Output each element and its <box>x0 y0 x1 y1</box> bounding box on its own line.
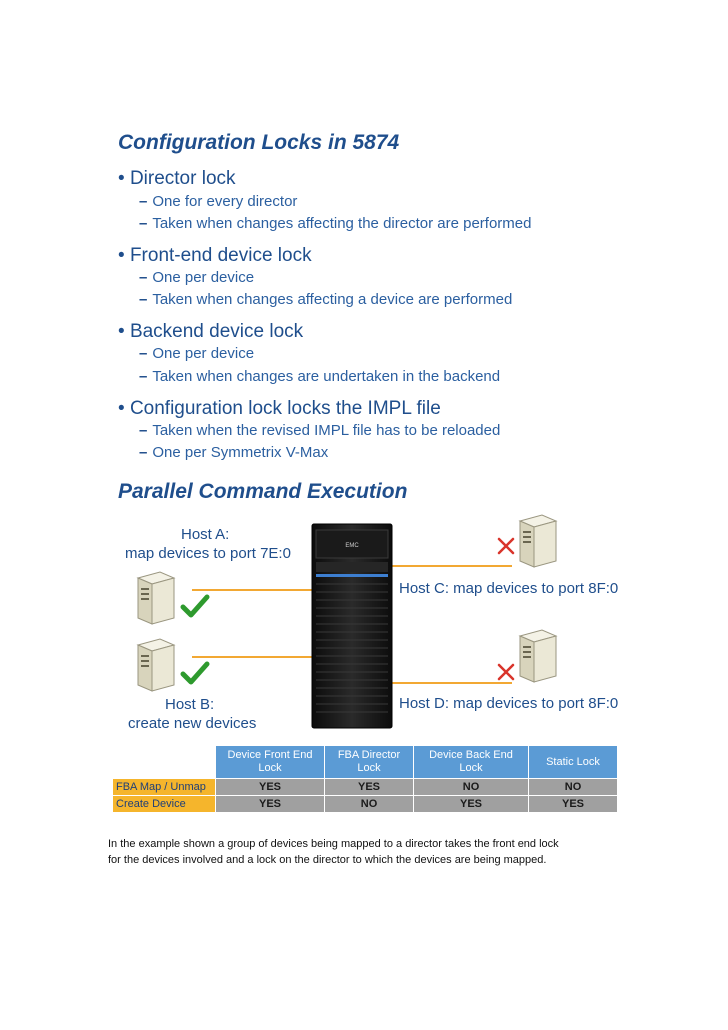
connector-host-c <box>392 565 512 567</box>
sub-item: –One per device <box>139 345 255 362</box>
bullet-text: Configuration lock locks the IMPL file <box>129 398 441 419</box>
sub-item: –Taken when the revised IMPL file has to… <box>139 422 501 439</box>
host-d-server-icon <box>518 629 558 683</box>
table-cell: YES <box>528 795 618 813</box>
connector-host-a <box>192 589 312 591</box>
bullet-text: Director lock <box>129 168 236 189</box>
table-cell: NO <box>324 795 414 813</box>
host-a-server-icon <box>136 571 176 625</box>
check-icon <box>180 661 210 685</box>
table-cell: NO <box>528 778 618 796</box>
host-c-server-icon <box>518 514 558 568</box>
host-a-label: Host A: <box>181 526 230 543</box>
sub-item: –One for every director <box>139 193 298 210</box>
bullet-front-end-lock: • Front-end device lock <box>118 245 312 266</box>
host-b-desc: create new devices <box>128 715 257 732</box>
table-row: FBA Map / Unmap YES YES NO NO <box>112 778 618 796</box>
rack-brand: EMC <box>345 543 359 549</box>
table-cell: YES <box>215 795 325 813</box>
host-c-label: Host C: map devices to port 8F:0 <box>399 580 619 597</box>
host-b-server-icon <box>136 638 176 692</box>
connector-host-b <box>192 656 312 658</box>
connector-host-d <box>392 682 512 684</box>
sub-item: –Taken when changes affecting a device a… <box>139 291 513 308</box>
host-d-label: Host D: map devices to port 8F:0 <box>399 695 619 712</box>
table-cell: NO <box>413 778 529 796</box>
caption-line-2: for the devices involved and a lock on t… <box>108 854 547 866</box>
table-cell: YES <box>413 795 529 813</box>
bullet-config-lock: • Configuration lock locks the IMPL file <box>118 398 441 419</box>
cross-icon <box>497 663 515 681</box>
row-label: FBA Map / Unmap <box>112 778 216 796</box>
host-b-label: Host B: <box>165 696 215 713</box>
caption-line-1: In the example shown a group of devices … <box>108 838 559 850</box>
slide2-title: Parallel Command Execution <box>118 480 408 503</box>
table-corner <box>112 745 216 779</box>
check-icon <box>180 594 210 618</box>
row-label: Create Device <box>112 795 216 813</box>
bullet-text: Front-end device lock <box>129 245 312 266</box>
bullet-director-lock: • Director lock <box>118 168 236 189</box>
table-cell: YES <box>324 778 414 796</box>
table-row: Create Device YES NO YES YES <box>112 795 618 813</box>
host-a-desc: map devices to port 7E:0 <box>125 545 291 562</box>
col-header-static-lock: Static Lock <box>528 745 618 779</box>
cross-icon <box>497 537 515 555</box>
sub-item: –Taken when changes are undertaken in th… <box>139 368 501 385</box>
bullet-backend-lock: • Backend device lock <box>118 321 304 342</box>
sub-item: –Taken when changes affecting the direct… <box>139 215 532 232</box>
slide1-title: Configuration Locks in 5874 <box>118 131 400 154</box>
bullet-text: Backend device lock <box>129 321 304 342</box>
sub-item: –One per Symmetrix V-Max <box>139 444 329 461</box>
table-cell: YES <box>215 778 325 796</box>
storage-array-icon: EMC <box>311 523 393 729</box>
sub-item: –One per device <box>139 269 255 286</box>
